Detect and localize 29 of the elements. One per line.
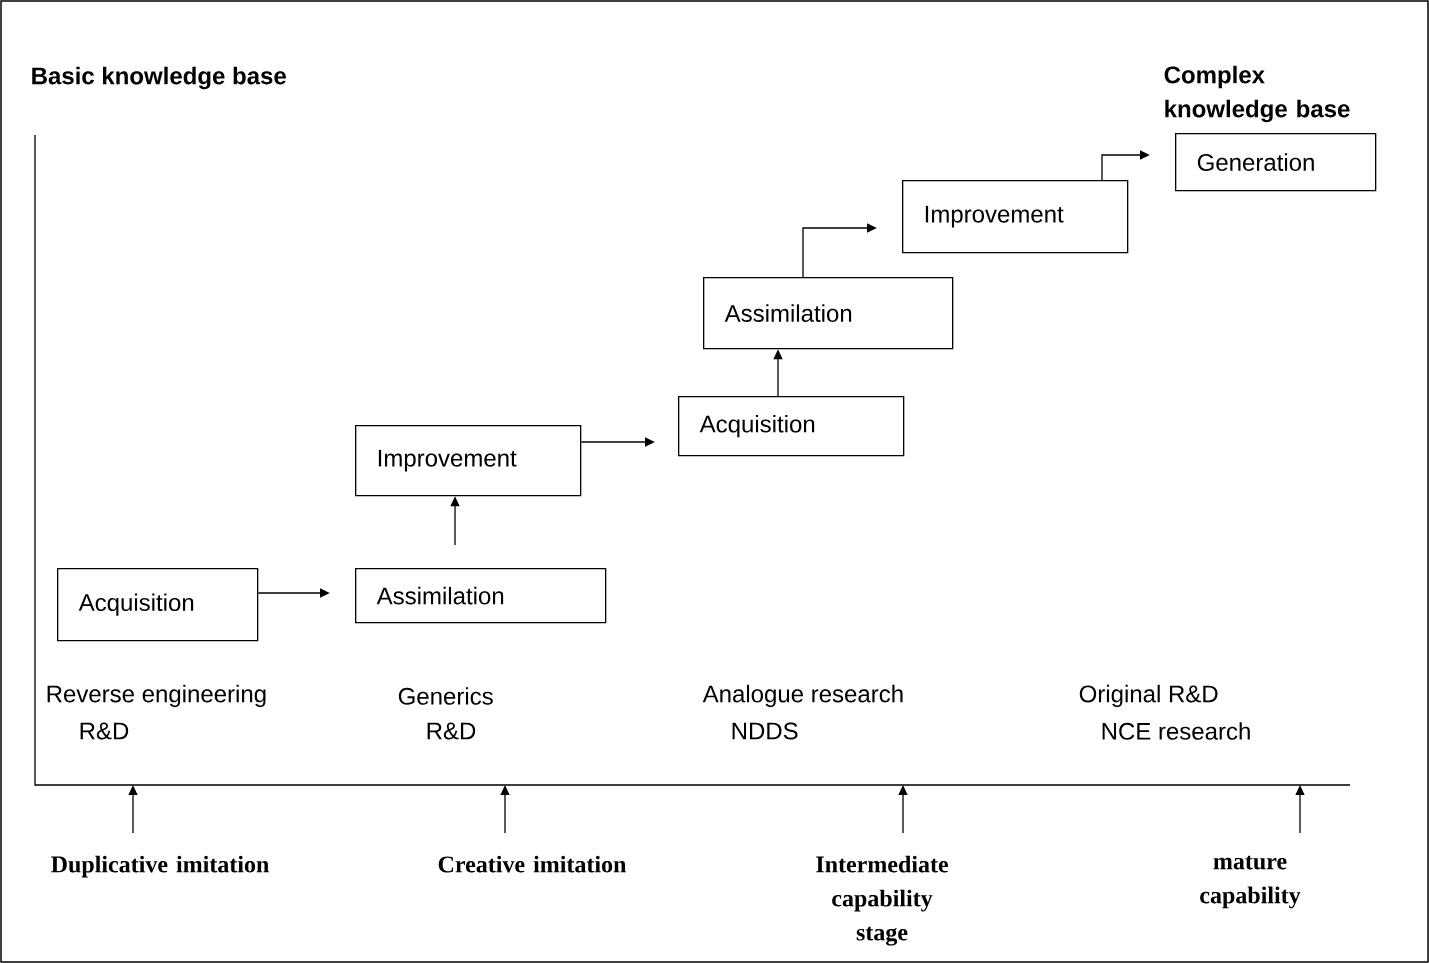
stage-label: mature capability [1200,855,1301,909]
text-label: Reverse engineering [47,684,266,708]
process-box: Assimilation [703,277,954,350]
text-label: NCE research [1102,722,1250,740]
arrow [1295,785,1305,834]
stage-label: Intermediate capability stage [816,855,948,946]
text-label: Analogue research [702,684,903,708]
text-label: R&D [80,722,129,740]
arrow [128,785,138,834]
text-label: Generics [398,687,493,705]
heading: Basic knowledge base [32,66,286,90]
process-box: Acquisition [678,396,905,457]
arrow [580,437,655,447]
text-label: Original R&D [1079,684,1218,708]
arrow [802,223,877,278]
process-box: Generation [1175,133,1377,192]
stage-label: Creative imitation [438,855,627,873]
text-label: R&D [427,722,476,740]
arrow [898,785,908,834]
arrow [257,588,330,598]
stage-label: Duplicative imitation [51,855,269,878]
process-box: Improvement [355,425,582,497]
arrow [1101,150,1150,181]
process-box: Assimilation [355,568,607,624]
arrow [500,785,510,834]
heading: Complex knowledge base [1164,65,1350,123]
process-box: Improvement [902,180,1129,254]
text-label: NDDS [732,722,798,740]
process-box: Acquisition [57,568,259,642]
